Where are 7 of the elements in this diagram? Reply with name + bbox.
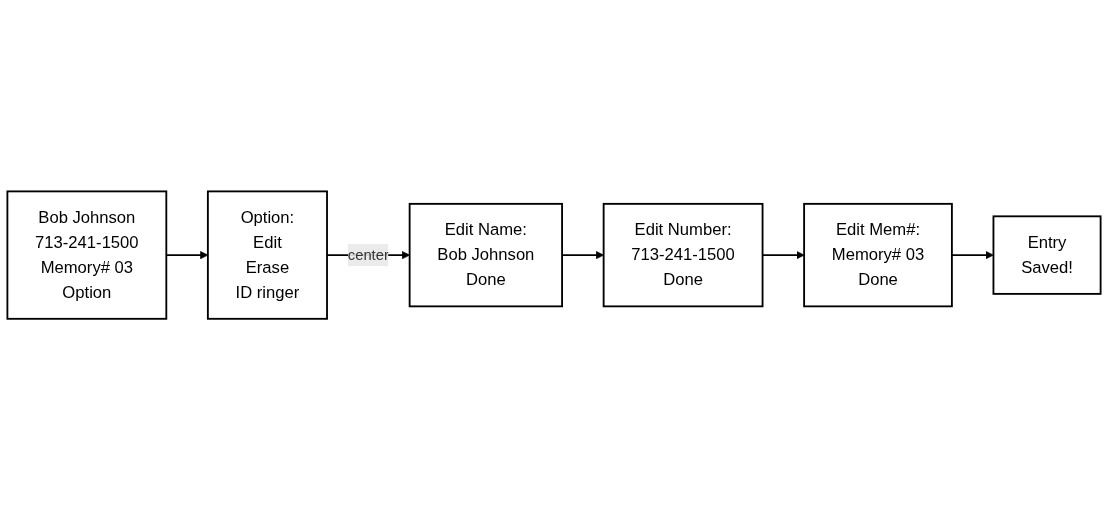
node-box: Option: Edit Erase ID ringer: [206, 190, 328, 320]
edge-label: center: [347, 246, 389, 263]
node-box: Edit Name: Bob Johnson Done: [408, 202, 563, 308]
node-box: Bob Johnson 713-241-1500 Memory# 03 Option: [6, 190, 168, 320]
node-box: Edit Mem#: Memory# 03 Done: [803, 202, 953, 308]
node-box: Entry Saved!: [992, 215, 1102, 295]
node-box: Edit Number: 713-241-1500 Done: [602, 202, 764, 308]
